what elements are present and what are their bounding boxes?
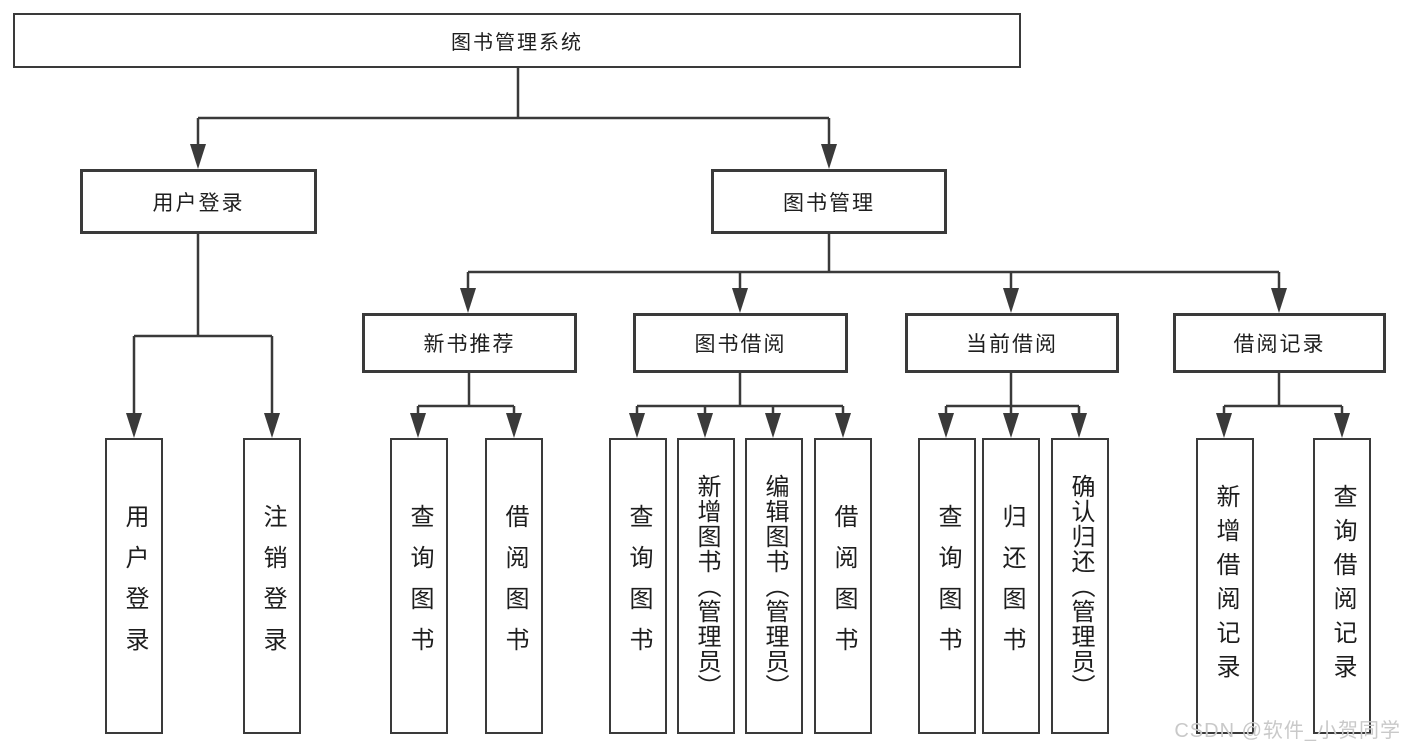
leaf-label: 归还图书 — [998, 504, 1025, 668]
leaf-add-books-admin: 新增图书（管理员） — [677, 438, 735, 734]
leaf-label: 借阅图书 — [501, 504, 528, 668]
leaf-label: 借阅图书 — [830, 504, 857, 668]
leaf-label: 新增图书（管理员） — [693, 473, 720, 699]
leaf-confirm-return-admin: 确认归还（管理员） — [1051, 438, 1109, 734]
root-node-label: 图书管理系统 — [451, 32, 583, 54]
leaf-user-login: 用户登录 — [105, 438, 163, 734]
node-label: 借阅记录 — [1233, 333, 1326, 356]
leaf-query-borrow-record: 查询借阅记录 — [1313, 438, 1371, 734]
leaf-label: 注销登录 — [259, 504, 286, 668]
node-borrow-records: 借阅记录 — [1173, 313, 1386, 373]
leaf-edit-books-admin: 编辑图书（管理员） — [745, 438, 803, 734]
node-label: 图书借阅 — [694, 333, 787, 356]
leaf-query-books-recommend: 查询图书 — [390, 438, 448, 734]
node-user-login: 用户登录 — [80, 169, 317, 234]
connector-lines — [132, 68, 1344, 414]
leaf-label: 确认归还（管理员） — [1067, 473, 1094, 699]
node-label: 用户登录 — [152, 191, 245, 215]
leaf-query-books-current: 查询图书 — [918, 438, 976, 734]
node-book-borrowing: 图书借阅 — [633, 313, 848, 373]
leaf-label: 查询图书 — [934, 504, 961, 668]
csdn-watermark: CSDN @软件_小贺同学 — [1174, 720, 1401, 742]
leaf-label: 查询图书 — [625, 504, 652, 668]
leaf-label: 查询图书 — [406, 504, 433, 668]
node-label: 当前借阅 — [966, 333, 1058, 356]
leaf-label: 编辑图书（管理员） — [761, 473, 788, 699]
leaf-query-books-borrowing: 查询图书 — [609, 438, 667, 734]
node-book-management: 图书管理 — [711, 169, 947, 234]
node-label: 新书推荐 — [423, 333, 516, 356]
root-node-library-system: 图书管理系统 — [13, 13, 1021, 68]
node-label: 图书管理 — [783, 191, 875, 215]
leaf-logout: 注销登录 — [243, 438, 301, 734]
leaf-label: 用户登录 — [121, 504, 148, 668]
leaf-borrow-books: 借阅图书 — [814, 438, 872, 734]
leaf-borrow-books-recommend: 借阅图书 — [485, 438, 543, 734]
leaf-label: 查询借阅记录 — [1329, 484, 1356, 688]
leaf-return-books: 归还图书 — [982, 438, 1040, 734]
node-new-book-recommend: 新书推荐 — [362, 313, 577, 373]
arrow-down-icons — [126, 144, 1350, 438]
leaf-add-borrow-record: 新增借阅记录 — [1196, 438, 1254, 734]
leaf-label: 新增借阅记录 — [1212, 484, 1239, 688]
node-current-borrowing: 当前借阅 — [905, 313, 1119, 373]
